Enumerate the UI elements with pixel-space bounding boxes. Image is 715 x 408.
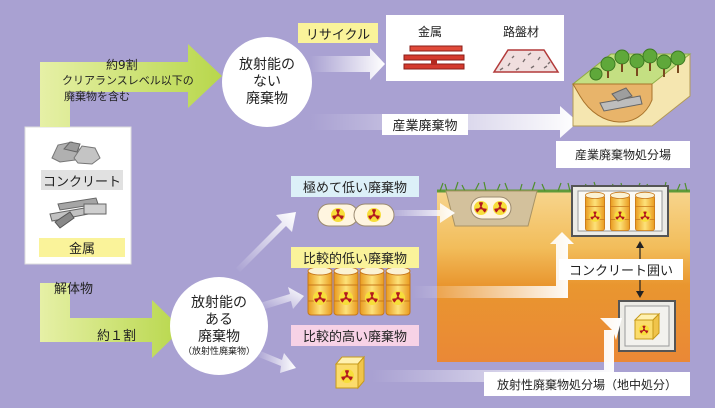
concrete-enclosure-label: コンクリート囲い xyxy=(559,259,683,280)
radioactive-line3: 廃棄物 xyxy=(198,328,240,345)
arrow-to-very-low xyxy=(236,212,296,272)
relatively-low-waste-label: 比較的低い廃棄物 xyxy=(291,247,419,268)
industrial-site-label: 産業廃棄物処分場 xyxy=(556,141,690,168)
roadbed-gravel-icon xyxy=(492,49,560,73)
industrial-waste-label: 産業廃棄物 xyxy=(382,114,468,135)
metal-label: 金属 xyxy=(39,238,125,257)
arrow-to-relatively-low xyxy=(260,287,304,310)
radioactive-note: （放射性廃棄物） xyxy=(182,346,255,357)
non-radioactive-line2: ない xyxy=(253,73,281,90)
concrete-rubble-icon xyxy=(51,141,101,165)
radioactive-circle: 放射能の ある 廃棄物 （放射性廃棄物） xyxy=(170,277,268,375)
recycle-label: リサイクル xyxy=(298,23,378,43)
arrow-to-recycle xyxy=(310,48,385,80)
arrow-to-relatively-high xyxy=(256,350,296,373)
lower-green-arrow xyxy=(40,283,182,358)
recycle-metal-label: 金属 xyxy=(418,25,443,39)
recycle-roadbed-label: 路盤材 xyxy=(503,25,540,39)
lower-arrow-label: 約１割 xyxy=(97,329,137,344)
non-radioactive-line3: 廃棄物 xyxy=(246,90,288,107)
metal-scrap-icon xyxy=(49,197,107,229)
upper-arrow-line2: クリアランスレベル以下の xyxy=(62,74,194,87)
industrial-site-illustration xyxy=(571,48,692,127)
upper-arrow-line3: 廃棄物を含む xyxy=(64,90,130,103)
very-low-waste-label: 極めて低い廃棄物 xyxy=(291,176,419,197)
vault-cube xyxy=(633,312,661,341)
concrete-label: コンクリート xyxy=(41,170,123,190)
non-radioactive-line1: 放射能の xyxy=(239,56,295,73)
relatively-high-waste-cube xyxy=(334,355,366,390)
upper-green-arrow xyxy=(40,44,222,127)
upper-arrow-line1: 約9割 xyxy=(106,58,138,72)
radioactive-line1: 放射能の xyxy=(191,294,247,311)
disposal-site-label: 放射性廃棄物処分場（地中処分） xyxy=(484,372,690,396)
very-low-waste-icon xyxy=(317,203,395,227)
non-radioactive-circle: 放射能の ない 廃棄物 xyxy=(222,37,312,127)
arrow-low-to-pit xyxy=(412,232,574,298)
radioactive-line2: ある xyxy=(205,311,233,328)
relatively-high-waste-label: 比較的高い廃棄物 xyxy=(291,325,419,346)
relatively-low-waste-barrels xyxy=(307,266,411,316)
arrow-very-low-to-trench xyxy=(384,203,455,223)
metal-beam-icon xyxy=(403,45,465,70)
source-label: 解体物 xyxy=(54,282,94,297)
